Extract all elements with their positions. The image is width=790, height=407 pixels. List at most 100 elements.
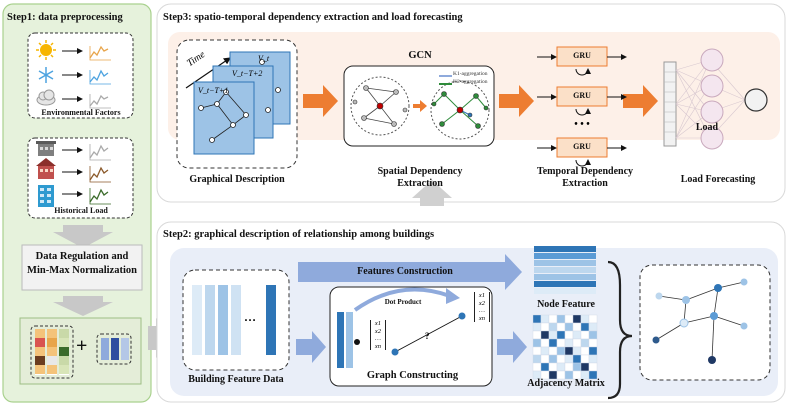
adjacency-cell xyxy=(532,354,542,364)
down-arrow-2 xyxy=(53,296,113,316)
gru-block-1 xyxy=(537,46,627,76)
graph-frames xyxy=(193,51,291,155)
adjacency-cell xyxy=(564,338,574,348)
gru-block-3 xyxy=(537,137,627,167)
adjacency-cell xyxy=(548,314,558,324)
question-mark: ? xyxy=(425,331,430,341)
dot-product-curve xyxy=(353,287,451,312)
adjacency-cell xyxy=(572,346,582,356)
adjacency-matrix-label: Adjacency Matrix xyxy=(527,378,605,389)
adjacency-cell xyxy=(572,330,582,340)
vec-node-b xyxy=(458,312,466,320)
step1-title: Step1: data preprocessing xyxy=(7,12,123,23)
frame-label-3: V_t−T+1 xyxy=(198,86,229,95)
adjacency-cell xyxy=(564,314,574,324)
adjacency-cell xyxy=(588,370,598,380)
gcn-graph-right xyxy=(430,80,490,140)
columns-ellipsis: … xyxy=(244,310,256,324)
historical-load-label: Historical Load xyxy=(54,206,108,215)
adjacency-cell xyxy=(540,322,550,332)
load-label: Load xyxy=(695,122,719,133)
adjacency-cell xyxy=(532,362,542,372)
adjacency-cell xyxy=(556,338,566,348)
adjacency-cell xyxy=(580,314,590,324)
node-feature-stripes xyxy=(534,246,596,294)
env-mini-charts xyxy=(89,45,111,109)
adjacency-cell xyxy=(540,354,550,364)
normalized-matrix xyxy=(30,325,74,379)
adjacency-cell xyxy=(556,362,566,372)
adjacency-cell xyxy=(556,322,566,332)
adjacency-cell xyxy=(588,346,598,356)
gcn-inner-arrow xyxy=(413,100,427,112)
node-feature-label: Node Feature xyxy=(537,299,595,310)
down-arrow-1 xyxy=(53,225,113,248)
adjacency-cell xyxy=(564,354,574,364)
orange-arrow-1 xyxy=(303,85,338,117)
adjacency-matrix-grid xyxy=(532,314,598,380)
step2-title: Step2: graphical description of relation… xyxy=(163,229,435,240)
adjacency-cell xyxy=(532,322,542,332)
adjacency-cell xyxy=(572,362,582,372)
cloud-icon xyxy=(36,89,56,106)
output-neuron xyxy=(744,88,768,112)
adjacency-cell xyxy=(572,338,582,348)
adjacency-cell xyxy=(580,362,590,372)
adjacency-cell xyxy=(548,338,558,348)
feature-bar xyxy=(663,61,677,147)
adjacency-cell xyxy=(556,330,566,340)
adjacency-cell xyxy=(556,354,566,364)
historical-load-box xyxy=(27,137,134,219)
adjacency-cell xyxy=(564,330,574,340)
adjacency-cell xyxy=(540,330,550,340)
regulation-box xyxy=(21,244,143,291)
hidden-neurons xyxy=(700,48,724,150)
plus-sign: + xyxy=(76,335,88,357)
arrow-to-graph-construct xyxy=(296,331,326,363)
adjacency-cell xyxy=(564,346,574,356)
dot-product-label: Dot Product xyxy=(384,298,422,306)
adjacency-cell xyxy=(572,314,582,324)
gru-block-2 xyxy=(537,86,627,116)
adjacency-cell xyxy=(564,362,574,372)
hist-arrows xyxy=(62,147,83,197)
step3-title: Step3: spatio-temporal dependency extrac… xyxy=(163,12,463,23)
adjacency-cell xyxy=(556,314,566,324)
adjacency-cell xyxy=(548,362,558,372)
adjacency-cell xyxy=(532,314,542,324)
adjacency-cell xyxy=(588,322,598,332)
features-construction-arrow xyxy=(298,254,522,290)
adjacency-cell xyxy=(556,346,566,356)
graph-constructing-label: Graph Constructing xyxy=(366,370,459,381)
adjacency-cell xyxy=(540,338,550,348)
gru-ellipsis: • • • xyxy=(574,119,590,130)
adjacency-cell xyxy=(580,338,590,348)
orange-arrow-3 xyxy=(623,85,658,117)
hist-mini-charts xyxy=(89,144,111,205)
adjacency-cell xyxy=(588,354,598,364)
step2-to-step3-arrow xyxy=(412,180,452,206)
building-icon-1 xyxy=(36,141,56,156)
adjacency-cell xyxy=(540,346,550,356)
feature-columns xyxy=(192,285,276,355)
adjacency-cell xyxy=(532,330,542,340)
graphical-description-label: Graphical Description xyxy=(189,174,285,185)
adjacency-cell xyxy=(588,362,598,372)
adjacency-cell xyxy=(572,354,582,364)
result-graph-nodes xyxy=(652,278,748,364)
gcn-title: GCN xyxy=(408,50,432,61)
gru-label-3: GRU xyxy=(573,142,591,151)
env-factors-label: Environmental Factors xyxy=(41,108,121,117)
adjacency-cell xyxy=(532,346,542,356)
regulation-label: Data Regulation and Min-Max Normalizatio… xyxy=(27,251,137,276)
adjacency-cell xyxy=(588,330,598,340)
adjacency-cell xyxy=(548,330,558,340)
result-graph-edges xyxy=(655,281,745,361)
sun-icon xyxy=(36,40,56,60)
adjacency-cell xyxy=(580,330,590,340)
vec-node-a xyxy=(391,348,399,356)
adjacency-cell xyxy=(540,362,550,372)
adjacency-cell xyxy=(532,338,542,348)
k2-legend: K2-aggregation xyxy=(453,79,488,85)
